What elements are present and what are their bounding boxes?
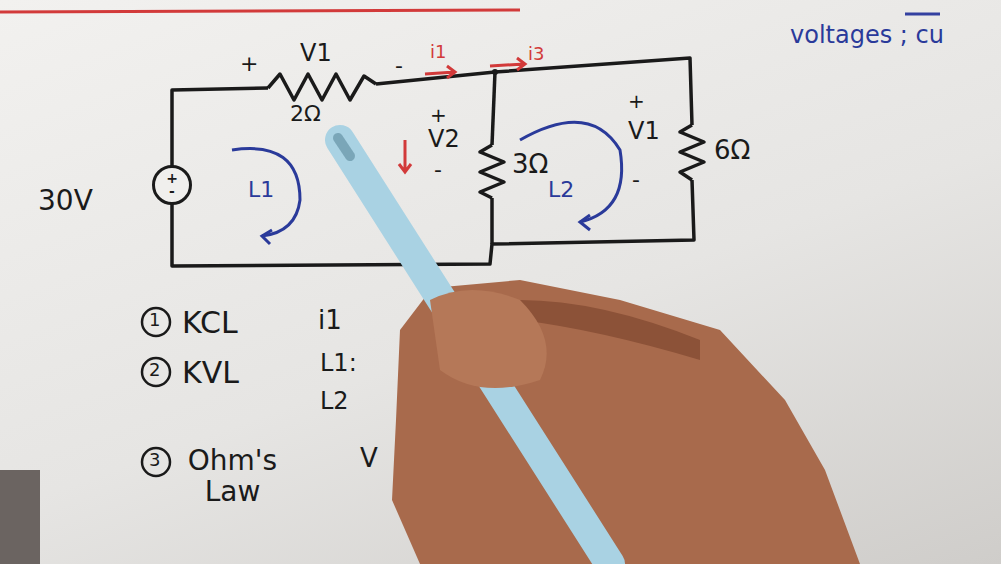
circuit-label: V bbox=[360, 444, 378, 473]
circuit-label: i1 bbox=[318, 306, 342, 335]
source-polarity: - bbox=[169, 185, 175, 198]
resistor-symbol bbox=[480, 145, 504, 198]
circuit-label: 1 bbox=[149, 310, 160, 330]
loop-arrows bbox=[232, 122, 622, 244]
wire bbox=[172, 88, 268, 166]
circuit-label: 6Ω bbox=[714, 136, 750, 165]
circuit-label: - bbox=[395, 54, 403, 78]
step-circle bbox=[142, 448, 170, 476]
current-arrows bbox=[399, 58, 525, 172]
circuit-label: 3Ω bbox=[512, 150, 548, 179]
circuit-label: + bbox=[240, 52, 258, 76]
circuit-label: 2Ω bbox=[290, 102, 321, 126]
loop-arrow bbox=[232, 149, 300, 236]
circuit-label: + bbox=[430, 104, 447, 126]
voltage-source: +- bbox=[152, 165, 192, 205]
circuit-label: 30V bbox=[38, 186, 93, 217]
loop-arrow bbox=[262, 230, 272, 244]
circuit-label: i1 bbox=[430, 42, 446, 62]
thumb bbox=[430, 290, 547, 388]
circuit-label: KVL bbox=[182, 356, 239, 389]
circuit-label: L1: bbox=[320, 350, 357, 376]
circuit-wires bbox=[172, 58, 704, 266]
junction-dot bbox=[492, 69, 498, 75]
circuit-label: L1 bbox=[248, 178, 274, 202]
step-circle bbox=[142, 308, 170, 336]
circuit-label: - bbox=[632, 168, 640, 192]
wire bbox=[490, 198, 494, 244]
pen-tip bbox=[338, 138, 350, 156]
circuit-label: V2 bbox=[428, 126, 460, 152]
circuit-label: V1 bbox=[300, 40, 332, 66]
resistor-symbol bbox=[268, 74, 376, 100]
current-arrow bbox=[490, 58, 525, 70]
finger-crease bbox=[520, 300, 700, 360]
circuit-label: 3 bbox=[149, 450, 160, 470]
circuit-label: i3 bbox=[528, 44, 544, 64]
loop-arrow bbox=[580, 215, 590, 230]
blue-mark bbox=[905, 13, 940, 16]
pen bbox=[340, 140, 610, 564]
wire bbox=[376, 58, 692, 125]
wire bbox=[492, 72, 495, 145]
circuit-label: L2 bbox=[548, 178, 574, 202]
circuit-label: + bbox=[628, 90, 645, 112]
red-rule bbox=[0, 10, 520, 12]
step-circle bbox=[142, 358, 170, 386]
circuit-label: voltages ; cu bbox=[790, 22, 944, 48]
hand bbox=[392, 280, 860, 564]
circuit-label: V1 bbox=[628, 118, 660, 144]
step-circles bbox=[142, 308, 170, 476]
source-polarity: + bbox=[166, 172, 178, 185]
current-arrow bbox=[399, 140, 411, 172]
current-arrow bbox=[425, 66, 455, 78]
circuit-label: 2 bbox=[149, 360, 160, 380]
circuit-label: KCL bbox=[182, 306, 238, 339]
circuit-label: Ohm's Law bbox=[180, 446, 285, 508]
shadow-corner bbox=[0, 470, 40, 564]
circuit-label: - bbox=[434, 158, 442, 182]
resistor-symbol bbox=[680, 125, 704, 180]
circuit-label: L2 bbox=[320, 388, 349, 414]
